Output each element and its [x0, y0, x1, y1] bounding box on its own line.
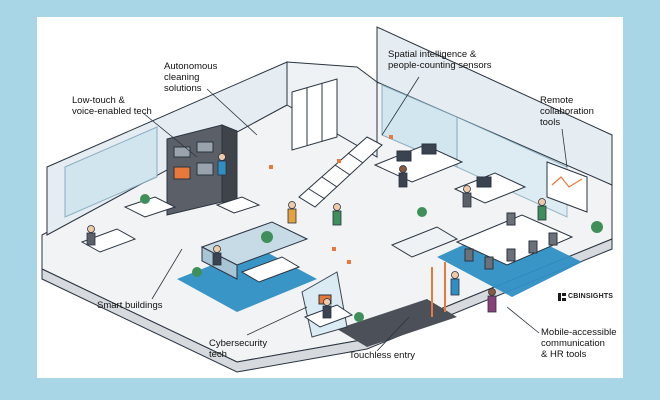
person	[86, 225, 96, 246]
person	[462, 185, 472, 208]
callout-spatial-intelligence: Spatial intelligence & people-counting s…	[388, 49, 492, 71]
callout-mobile-accessible: Mobile-accessible communication & HR too…	[541, 327, 617, 360]
person	[287, 201, 297, 224]
illustration-card: Autonomous cleaning solutions Spatial in…	[37, 17, 623, 378]
people	[86, 153, 547, 319]
person	[487, 288, 497, 313]
person	[398, 165, 408, 188]
restroom-stalls	[291, 78, 338, 151]
back-wall-right	[376, 26, 613, 186]
person	[332, 203, 342, 226]
staircase	[298, 136, 383, 208]
callout-cybersecurity: Cybersecurity tech	[209, 338, 268, 360]
brand-label: CBINSIGHTS	[568, 293, 614, 300]
callout-leaders	[142, 76, 568, 352]
person	[212, 245, 222, 266]
person	[322, 298, 332, 319]
workstations	[373, 143, 527, 204]
callout-touchless-entry: Touchless entry	[349, 350, 416, 361]
collaboration-screen	[546, 161, 588, 213]
entry-gate	[390, 226, 459, 317]
callout-autonomous-cleaning: Autonomous cleaning solutions	[164, 61, 218, 94]
person	[450, 271, 460, 296]
floor-edge	[41, 238, 613, 373]
cafe-tables	[80, 196, 261, 253]
glass-partition-left	[64, 126, 158, 218]
sensor-markers	[269, 135, 393, 264]
conference-table	[455, 212, 574, 270]
callout-remote-collaboration: Remote collaboration tools	[540, 95, 594, 128]
callout-low-touch: Low-touch & voice-enabled tech	[72, 95, 152, 117]
cbinsights-logo-icon	[558, 293, 566, 301]
office-illustration	[41, 26, 613, 373]
person	[217, 153, 227, 176]
entry-rug	[337, 299, 457, 347]
plants	[140, 194, 603, 322]
glass-partition-conference	[456, 116, 568, 218]
callout-smart-buildings: Smart buildings	[97, 300, 163, 311]
person	[537, 198, 547, 221]
